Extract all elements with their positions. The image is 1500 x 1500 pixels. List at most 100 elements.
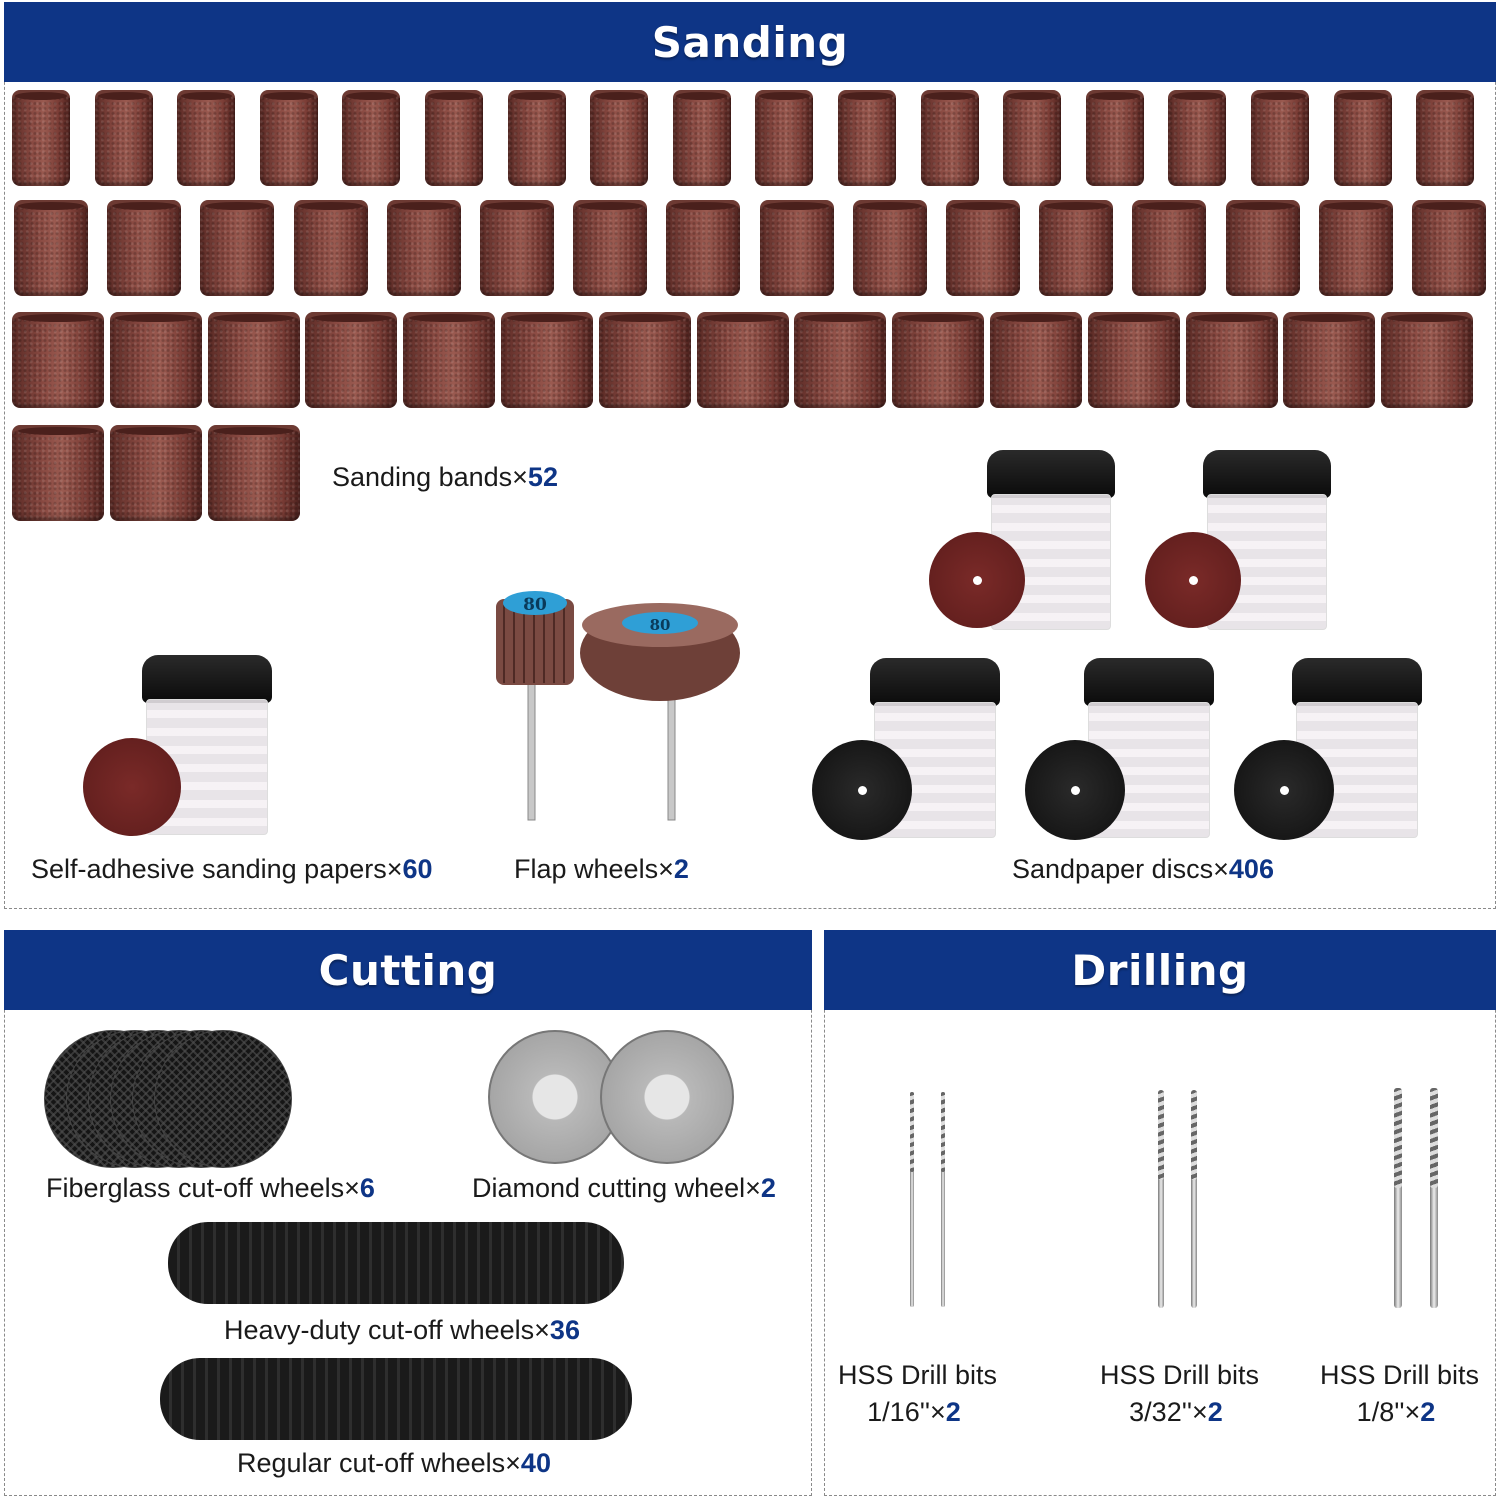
red-disc-2: [1145, 532, 1241, 628]
sanding-band: [12, 90, 70, 186]
drill-2-size-line: 3/32''×2: [1100, 1394, 1252, 1431]
diamond-count: 2: [760, 1173, 776, 1203]
flap-shank-2: [667, 679, 676, 821]
drill-3-count: 2: [1420, 1397, 1436, 1427]
drill-2-count: 2: [1207, 1397, 1223, 1427]
sanding-papers-count: 60: [402, 854, 433, 884]
sanding-band: [501, 312, 593, 408]
sanding-band: [666, 200, 741, 296]
disc-jar-3: [870, 658, 1000, 838]
drill-3-size-line: 1/8''×2: [1320, 1394, 1472, 1431]
sanding-band: [696, 312, 789, 408]
sanding-bands-label: Sanding bands×: [332, 462, 528, 492]
drill-3-size: 1/8''×: [1356, 1397, 1421, 1427]
sanding-band: [1251, 90, 1309, 186]
drill-1-caption: HSS Drill bits 1/16''×2: [838, 1357, 998, 1431]
sanding-band: [1168, 90, 1227, 186]
jar-lid: [987, 450, 1115, 498]
sanding-band: [94, 90, 153, 186]
sanding-band: [259, 90, 318, 186]
flap-wheels-image: 80 80: [496, 591, 740, 821]
sanding-band: [1412, 200, 1486, 296]
flap-grit-small: 80: [523, 595, 547, 615]
heavy-duty-count: 36: [549, 1315, 580, 1345]
sanding-band: [590, 90, 649, 186]
jar-lid: [870, 658, 1000, 706]
red-disc-1: [929, 532, 1025, 628]
sanding-band: [1381, 312, 1474, 408]
sanding-band: [1225, 200, 1300, 296]
sanding-band: [305, 312, 398, 408]
sanding-band: [946, 200, 1020, 296]
black-disc-3: [1234, 740, 1334, 840]
regular-wheel-stack: [160, 1358, 632, 1440]
flap-shank-1: [527, 679, 536, 821]
sanding-band: [755, 90, 814, 186]
sanding-band: [1185, 312, 1278, 408]
drill-bit-3a-flute: [1394, 1088, 1402, 1188]
fiberglass-count: 6: [359, 1173, 375, 1203]
sanding-band: [14, 200, 88, 296]
sanding-band: [920, 90, 979, 186]
black-disc-2: [1025, 740, 1125, 840]
drill-3-caption: HSS Drill bits 1/8''×2: [1320, 1357, 1479, 1431]
drill-1-size-line: 1/16''×2: [838, 1394, 990, 1431]
regular-caption: Regular cut-off wheels×40: [237, 1448, 551, 1479]
heavy-duty-wheel-stack: [168, 1222, 624, 1304]
sanding-papers-caption: Self-adhesive sanding papers×60: [31, 854, 433, 885]
sanding-band: [12, 312, 104, 408]
drill-bit-2a-flute: [1158, 1090, 1164, 1180]
jar-lid: [1292, 658, 1422, 706]
sanding-band: [794, 312, 887, 408]
regular-label: Regular cut-off wheels×: [237, 1448, 521, 1478]
sanding-band: [1087, 312, 1180, 408]
sandpaper-discs-label: Sandpaper discs×: [1012, 854, 1229, 884]
drill-bit-3b: [1430, 1088, 1438, 1308]
sanding-band: [759, 200, 834, 296]
drill-1-size: 1/16''×: [867, 1397, 946, 1427]
sanding-band: [480, 200, 554, 296]
sanding-papers-jar: [142, 655, 272, 835]
sanding-band: [425, 90, 483, 186]
drill-bit-1a-flute: [910, 1092, 914, 1172]
heavy-duty-label: Heavy-duty cut-off wheels×: [224, 1315, 550, 1345]
sanding-paper-disc: [83, 738, 181, 836]
drill-bit-3a: [1394, 1088, 1402, 1308]
drill-bit-1b: [941, 1092, 945, 1307]
drill-1-name: HSS Drill bits: [838, 1360, 998, 1390]
jar-lid: [142, 655, 272, 703]
drill-bit-2b: [1191, 1090, 1197, 1308]
sanding-band: [1283, 312, 1376, 408]
flap-grit-large: 80: [650, 616, 671, 634]
flap-label-large: [622, 612, 698, 634]
flap-wheels-label: Flap wheels×: [514, 854, 674, 884]
diamond-caption: Diamond cutting wheel×2: [472, 1173, 776, 1204]
jar-lid: [1203, 450, 1331, 498]
sanding-band: [1333, 90, 1392, 186]
sanding-papers-label: Self-adhesive sanding papers×: [31, 854, 403, 884]
black-disc-1: [812, 740, 912, 840]
sanding-band: [200, 200, 275, 296]
sanding-band: [12, 425, 104, 521]
fiberglass-caption: Fiberglass cut-off wheels×6: [46, 1173, 375, 1204]
sanding-header: Sanding: [4, 2, 1496, 82]
sanding-band: [598, 312, 691, 408]
sanding-band: [1003, 90, 1062, 186]
drilling-header: Drilling: [824, 930, 1496, 1010]
sanding-band: [109, 425, 202, 521]
drill-1-count: 2: [945, 1397, 961, 1427]
sandpaper-discs-count: 406: [1228, 854, 1274, 884]
drill-bit-3b-flute: [1430, 1088, 1438, 1188]
flap-wheels-caption: Flap wheels×2: [514, 854, 689, 885]
regular-count: 40: [520, 1448, 551, 1478]
sanding-band: [107, 200, 182, 296]
sanding-band: [573, 200, 648, 296]
sanding-band: [672, 90, 731, 186]
sandpaper-discs-caption: Sandpaper discs×406: [1012, 854, 1274, 885]
drill-bit-1a: [910, 1092, 914, 1307]
sanding-band: [990, 312, 1082, 408]
sanding-band: [1039, 200, 1114, 296]
sanding-title: Sanding: [651, 17, 849, 67]
drill-2-name: HSS Drill bits: [1100, 1360, 1260, 1390]
sanding-band: [109, 312, 202, 408]
